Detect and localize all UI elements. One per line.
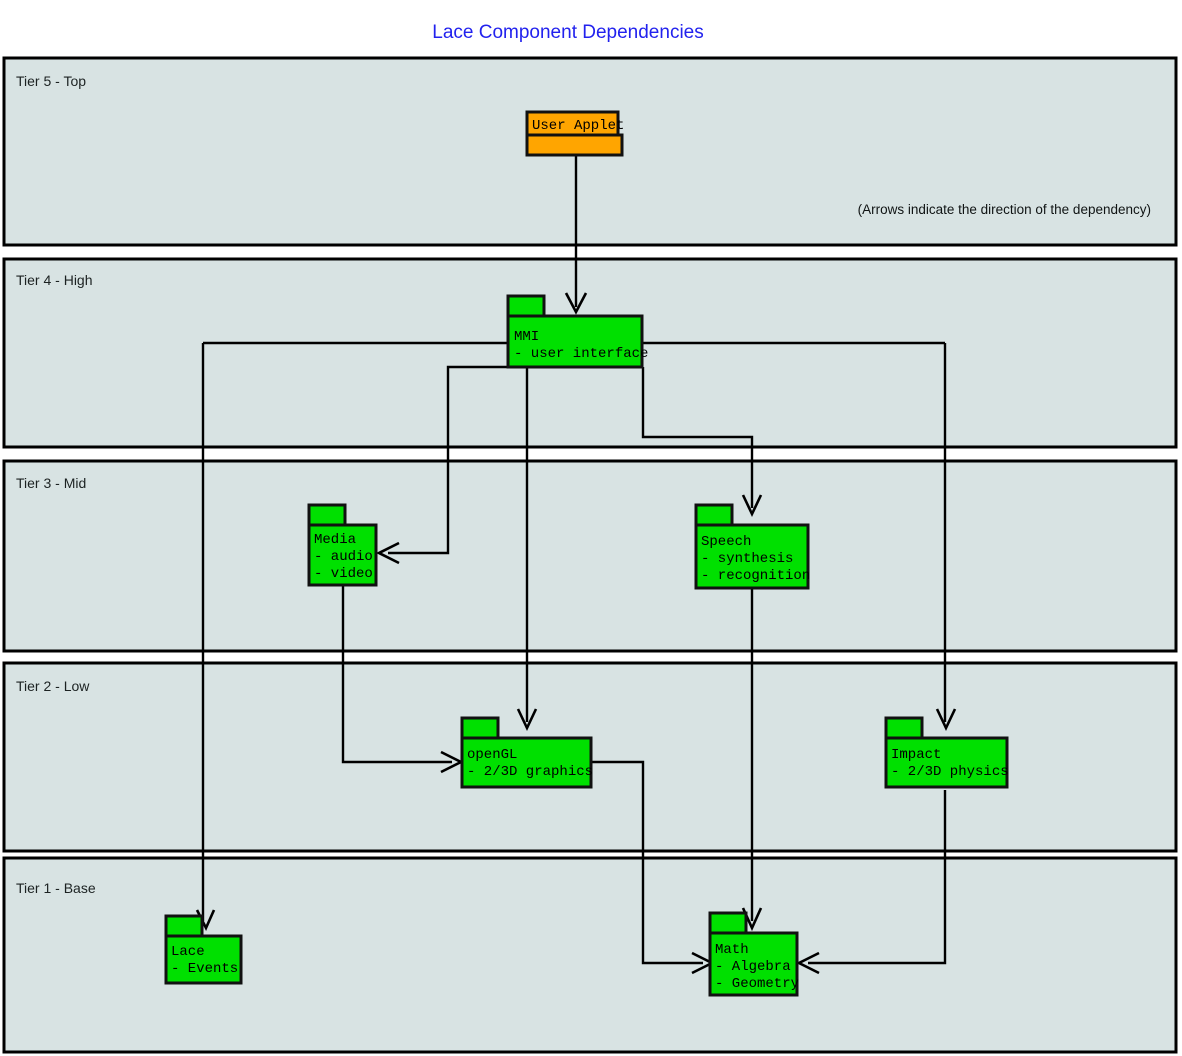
arrowhead-media-right	[376, 541, 400, 565]
package-user-applet-body	[525, 133, 624, 157]
connector-mmi-speech	[641, 367, 754, 508]
package-opengl-line-0: openGL	[467, 747, 517, 763]
package-speech[interactable]: Speech - synthesis - recognition	[694, 503, 810, 590]
package-media-tab	[307, 503, 347, 527]
package-media[interactable]: Media - audio - video	[307, 503, 378, 587]
package-mmi-tab	[506, 294, 546, 318]
package-impact[interactable]: Impact - 2/3D physics	[884, 716, 1009, 789]
package-opengl-line-1: - 2/3D graphics	[467, 764, 593, 780]
package-lace-line-1: - Events	[171, 961, 238, 977]
package-impact-line-0: Impact	[891, 747, 941, 763]
arrowhead-impact-top	[935, 708, 957, 732]
package-math-line-1: - Algebra	[715, 959, 791, 975]
package-lace-body	[164, 934, 243, 985]
package-math-line-0: Math	[715, 942, 749, 958]
package-impact-line-1: - 2/3D physics	[891, 764, 1009, 780]
package-math-tab	[708, 911, 748, 935]
package-impact-body	[884, 736, 1009, 789]
package-media-line-1: - audio	[314, 549, 373, 565]
arrowhead-speech-top	[741, 494, 763, 518]
package-lace-tab	[164, 914, 204, 938]
tier-band-3	[2, 459, 1178, 653]
package-math-line-2: - Geometry	[715, 976, 799, 992]
package-user-applet[interactable]: User Applet	[525, 110, 624, 157]
package-speech-body	[694, 523, 810, 590]
package-mmi-line-1: - user interface	[514, 346, 648, 362]
package-media-line-0: Media	[314, 532, 356, 548]
tier-label-4: Tier 4 - High	[16, 272, 93, 288]
package-math-body	[708, 931, 799, 997]
tier-label-3: Tier 3 - Mid	[16, 475, 86, 491]
page-title: Lace Component Dependencies	[432, 22, 703, 43]
package-mmi-line-0: MMI	[514, 329, 539, 345]
connector-opengl-math	[591, 760, 703, 965]
package-opengl-body	[460, 736, 593, 789]
package-opengl-tab	[460, 716, 500, 740]
tier-label-2: Tier 2 - Low	[16, 678, 90, 694]
package-mmi-body	[506, 314, 644, 369]
tier-label-5: Tier 5 - Top	[16, 73, 86, 89]
package-math[interactable]: Math - Algebra - Geometry	[708, 911, 799, 997]
package-speech-tab	[694, 503, 734, 527]
tier-label-1: Tier 1 - Base	[16, 880, 96, 896]
package-lace[interactable]: Lace - Events	[164, 914, 243, 985]
package-user-applet-line-0: User Applet	[532, 118, 624, 134]
package-impact-tab	[884, 716, 924, 740]
package-speech-line-0: Speech	[701, 534, 751, 550]
arrow-direction-note: (Arrows indicate the direction of the de…	[858, 202, 1151, 217]
package-media-body	[307, 523, 378, 587]
package-media-line-2: - video	[314, 566, 373, 582]
package-mmi[interactable]: MMI - user interface	[506, 294, 648, 369]
arrowhead-math-right	[796, 951, 820, 975]
arrowhead-opengl-top	[516, 708, 538, 732]
package-speech-line-2: - recognition	[701, 568, 810, 584]
connector-impact-math	[808, 790, 947, 965]
connector-media-opengl	[341, 585, 452, 764]
package-opengl[interactable]: openGL - 2/3D graphics	[460, 716, 593, 789]
package-speech-line-1: - synthesis	[701, 551, 793, 567]
arrowhead-mmi-top	[564, 292, 588, 315]
package-lace-line-0: Lace	[171, 944, 205, 960]
